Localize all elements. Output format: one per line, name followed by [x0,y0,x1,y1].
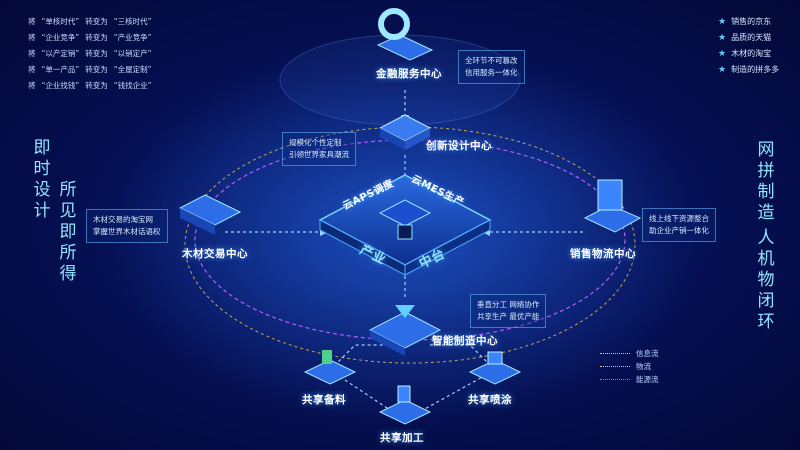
legend-item: 能源流 [600,373,659,386]
timber-node [178,194,242,235]
logistics-loop [184,126,636,364]
transform-list: 将“单核时代”转变为“三核时代” 将“企业竞争”转变为“产业竞争” 将“以产定销… [28,14,152,94]
legend-item: 物流 [600,360,659,373]
transform-item: 将“单一产品”转变为“全屋定制” [28,65,152,74]
industry-platform [318,174,492,276]
left-vertical-col2: 所见即所得 [59,180,77,284]
transform-item: 将“单核时代”转变为“三核时代” [28,17,152,26]
shared-process-label: 共享加工 [380,432,424,444]
feature-item: ★制造的拼多多 [718,62,779,78]
legend-item: 信息流 [600,347,659,360]
star-icon: ★ [718,33,727,43]
flow-legend: 信息流 物流 能源流 [600,347,659,386]
design-node [378,114,432,150]
timber-info-box: 木材交易的淘宝网掌握世界木材话语权 [86,209,168,243]
finance-center-label: 金融服务中心 [376,68,442,80]
shared-spray-label: 共享喷涂 [468,394,512,406]
timber-center-label: 木材交易中心 [182,248,248,260]
transform-item: 将“企业竞争”转变为“产业竞争” [28,33,152,42]
finance-info-box: 全环节不可篡改信用服务一体化 [458,50,525,84]
shared-material-label: 共享备料 [302,394,346,406]
feature-item: ★品质的天猫 [718,30,779,46]
sales-center-label: 销售物流中心 [570,248,636,260]
right-vertical-col1: 网拼制造 [757,140,775,223]
star-icon: ★ [718,17,727,27]
manufacturing-node [368,305,442,356]
star-icon: ★ [718,65,727,75]
feature-item: ★销售的京东 [718,14,779,30]
sales-info-box: 线上线下资源整合助企业产销一体化 [642,208,716,242]
feature-list: ★销售的京东 ★品质的天猫 ★木材的淘宝 ★制造的拼多多 [718,14,779,78]
right-vertical-col2: 人机物闭环 [757,228,775,332]
material-node [303,350,357,385]
left-vertical-col1: 即时设计 [33,138,51,221]
star-icon: ★ [718,49,727,59]
manufacturing-center-label: 智能制造中心 [432,335,498,347]
spray-node [468,351,522,385]
design-info-box: 规模化个性定制引领世界家具潮流 [282,132,356,166]
feature-item: ★木材的淘宝 [718,46,779,62]
transform-item: 将“企业找钱”转变为“钱找企业” [28,81,152,90]
transform-item: 将“以产定销”转变为“以销定产” [28,49,152,58]
info-flow-swatch [600,353,630,354]
logistics-swatch [600,366,630,367]
sales-node [583,179,642,233]
manufacturing-info-box: 垂直分工 网络协作共享生产 最优产能 [470,294,547,328]
finance-node [376,8,434,61]
energy-swatch [600,379,630,380]
design-center-label: 创新设计中心 [426,140,492,152]
process-node [378,385,432,425]
